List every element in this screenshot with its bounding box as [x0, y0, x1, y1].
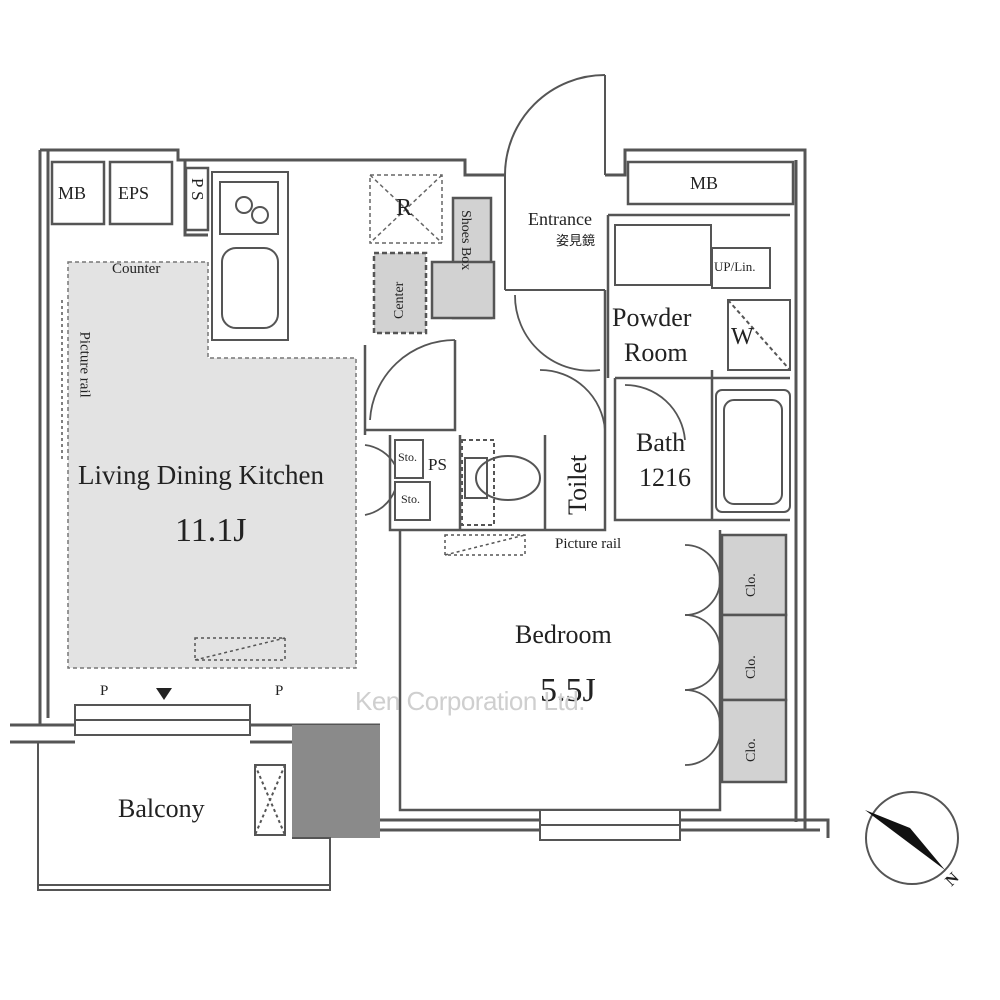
closet-label-2: Clo.	[744, 655, 759, 679]
picture-rails	[61, 300, 526, 661]
room-label-bedroom: Bedroom	[515, 620, 612, 649]
up-lin-label: UP/Lin.	[714, 259, 756, 274]
ps-top-label: P S	[188, 178, 207, 201]
compass-icon	[865, 791, 959, 885]
mb-left-label: MB	[58, 183, 87, 203]
p-left-label: P	[100, 683, 109, 699]
mb-eps-cabinets	[50, 160, 795, 232]
room-label-entrance: Entrance	[528, 209, 592, 229]
ldk-area	[67, 261, 357, 669]
room-label-toilet: Toilet	[563, 454, 592, 515]
picture-rail-left-label: Picture rail	[76, 331, 93, 398]
center-storage-label: Center	[392, 281, 407, 319]
room-label-bath: Bath	[636, 428, 686, 457]
windows	[74, 704, 681, 841]
washer-label: W	[731, 324, 754, 350]
room-label-powder-1: Powder	[612, 303, 692, 332]
bathtub	[715, 389, 791, 513]
balcony-outline	[37, 742, 331, 891]
mb-right-label: MB	[690, 173, 719, 193]
room-label-balcony: Balcony	[118, 794, 205, 823]
eps-label: EPS	[118, 183, 150, 203]
concrete-column	[292, 725, 380, 838]
door-swings	[364, 294, 722, 766]
entrance-mirror-label: 姿見鏡	[556, 233, 596, 248]
room-size-bath: 1216	[639, 463, 691, 492]
watermark: Ken Corporation Ltd.	[355, 686, 585, 716]
refrigerator	[369, 174, 443, 244]
p-right-label: P	[275, 683, 284, 699]
sto-label-2: Sto.	[401, 492, 421, 506]
shoes-box-label: Shoes Box	[458, 210, 473, 271]
room-label-powder-2: Room	[624, 338, 688, 367]
toilet-fixtures	[394, 439, 541, 526]
refrigerator-label: R	[396, 195, 413, 221]
kitchen-fixtures	[211, 171, 289, 341]
storage-units	[372, 196, 496, 335]
room-label-ldk: Living Dining Kitchen	[78, 460, 324, 490]
counter-label: Counter	[112, 261, 161, 277]
entrance-marker	[156, 688, 172, 700]
powder-fixtures	[614, 224, 791, 371]
room-size-ldk: 11.1J	[175, 512, 247, 549]
sto-label-1: Sto.	[398, 450, 418, 464]
picture-rail-mid-label: Picture rail	[555, 536, 622, 552]
closets	[720, 533, 788, 784]
room-size-bedroom: 5.5J	[540, 672, 596, 709]
entrance-door	[504, 74, 606, 291]
ps-mid-label: PS	[428, 455, 447, 474]
closet-label-1: Clo.	[744, 573, 759, 597]
closet-label-3: Clo.	[744, 738, 759, 762]
